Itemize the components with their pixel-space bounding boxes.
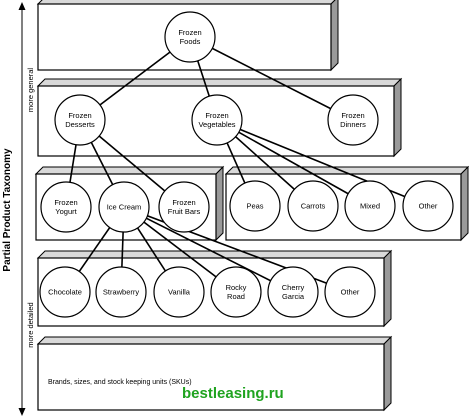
axis-label-more-detailed: more detailed bbox=[26, 302, 35, 347]
node-other-vegetables: Other bbox=[402, 180, 454, 232]
node-strawberry-label: Strawberry bbox=[103, 288, 140, 297]
node-mixed-label: Mixed bbox=[360, 202, 380, 211]
node-strawberry: Strawberry bbox=[95, 266, 147, 318]
axis-arrow-up-icon bbox=[18, 2, 26, 10]
taxonomy-nodes: FrozenFoodsFrozenDessertsFrozenVegetable… bbox=[39, 11, 454, 318]
level-box-categories-top-face bbox=[36, 78, 403, 87]
sku-level-label: Brands, sizes, and stock keeping units (… bbox=[48, 379, 192, 386]
node-frozen-desserts-label: Frozen bbox=[68, 111, 91, 120]
node-ice-cream-label: Ice Cream bbox=[107, 203, 142, 212]
level-box-sku bbox=[36, 335, 393, 412]
node-vanilla-label: Vanilla bbox=[168, 288, 191, 297]
node-frozen-fruit-bars-label: Fruit Bars bbox=[168, 207, 201, 216]
level-box-categories-side-face bbox=[393, 77, 402, 158]
node-chocolate-label: Chocolate bbox=[48, 288, 82, 297]
node-frozen-fruit-bars-label: Frozen bbox=[172, 198, 195, 207]
node-cherry-garcia-circle bbox=[267, 266, 319, 318]
edge-frozen-vegetables-to-other-vegetables bbox=[216, 119, 429, 207]
level-box-frozen-foods-side-face bbox=[330, 0, 339, 72]
edge-frozen-foods-to-frozen-dinners bbox=[189, 36, 354, 121]
node-frozen-vegetables-label: Vegetables bbox=[198, 120, 235, 129]
node-rocky-road-circle bbox=[210, 266, 262, 318]
node-cherry-garcia-label: Garcia bbox=[282, 292, 305, 301]
node-frozen-dinners-label: Dinners bbox=[340, 120, 366, 129]
axis-arrow-down-icon bbox=[18, 408, 26, 416]
node-frozen-foods-label: Foods bbox=[180, 37, 201, 46]
node-ice-cream-circle bbox=[98, 181, 150, 233]
node-cherry-garcia-label: Cherry bbox=[282, 283, 305, 292]
node-peas-label: Peas bbox=[246, 202, 263, 211]
node-chocolate: Chocolate bbox=[39, 266, 91, 318]
node-other-vegetables-label: Other bbox=[419, 202, 438, 211]
level-box-desserts-top-face bbox=[34, 166, 225, 175]
node-rocky-road-label: Road bbox=[227, 292, 245, 301]
side-axis: Partial Product Taxonomy more general mo… bbox=[2, 2, 35, 416]
node-ice-cream: Ice Cream bbox=[98, 181, 150, 233]
edge-ice-cream-to-cherry-garcia bbox=[123, 206, 294, 293]
node-mixed-circle bbox=[344, 180, 396, 232]
node-frozen-desserts-circle bbox=[54, 94, 106, 146]
node-frozen-dinners-circle bbox=[327, 94, 379, 146]
level-box-ice-cream-side-face bbox=[383, 249, 392, 328]
node-vanilla: Vanilla bbox=[153, 266, 205, 318]
node-chocolate-circle bbox=[39, 266, 91, 318]
node-rocky-road-label: Rocky bbox=[226, 283, 247, 292]
level-box-vegetables-side-face bbox=[460, 165, 469, 242]
node-peas: Peas bbox=[229, 180, 281, 232]
node-carrots-label: Carrots bbox=[301, 202, 326, 211]
node-frozen-desserts-label: Desserts bbox=[65, 120, 95, 129]
node-mixed: Mixed bbox=[344, 180, 396, 232]
node-other-ice-cream-label: Other bbox=[341, 288, 360, 297]
node-frozen-vegetables-circle bbox=[191, 94, 243, 146]
level-box-sku-side-face bbox=[383, 335, 392, 412]
node-frozen-foods-circle bbox=[164, 11, 216, 63]
edge-frozen-vegetables-to-mixed bbox=[216, 119, 371, 207]
watermark: bestleasing.ru bbox=[182, 385, 284, 402]
node-other-ice-cream-circle bbox=[324, 266, 376, 318]
node-frozen-yogurt-circle bbox=[40, 181, 92, 233]
node-vanilla-circle bbox=[153, 266, 205, 318]
node-frozen-yogurt-label: Frozen bbox=[54, 198, 77, 207]
node-frozen-foods-label: Frozen bbox=[178, 28, 201, 37]
node-other-vegetables-circle bbox=[402, 180, 454, 232]
node-strawberry-circle bbox=[95, 266, 147, 318]
axis-label-more-general: more general bbox=[26, 68, 35, 113]
node-carrots: Carrots bbox=[287, 180, 339, 232]
node-frozen-yogurt-label: Yogurt bbox=[55, 207, 77, 216]
node-frozen-vegetables-label: Frozen bbox=[205, 111, 228, 120]
level-box-desserts-side-face bbox=[215, 165, 224, 242]
node-frozen-fruit-bars-circle bbox=[158, 181, 210, 233]
axis-title: Partial Product Taxonomy bbox=[2, 148, 13, 272]
level-box-sku-front-face bbox=[37, 343, 385, 411]
node-frozen-dinners-label: Frozen bbox=[341, 111, 364, 120]
node-other-ice-cream: Other bbox=[324, 266, 376, 318]
level-box-sku-top-face bbox=[36, 336, 393, 345]
node-carrots-circle bbox=[287, 180, 339, 232]
node-peas-circle bbox=[229, 180, 281, 232]
